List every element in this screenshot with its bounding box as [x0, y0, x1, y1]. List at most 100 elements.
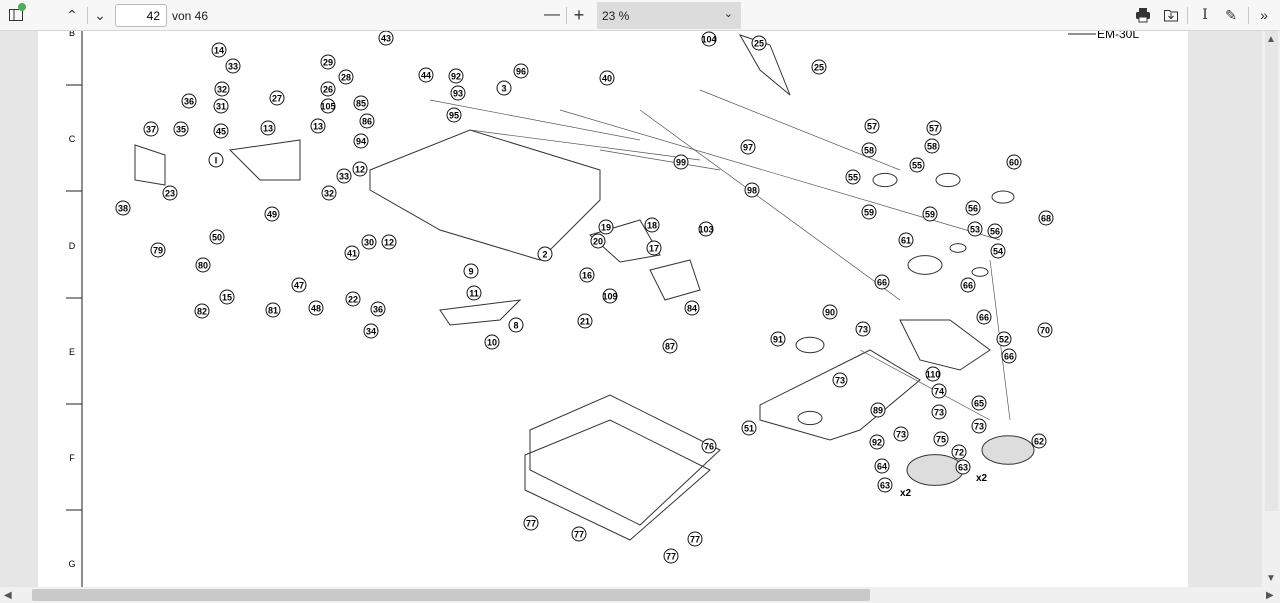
callout-number: 33 — [228, 62, 238, 72]
zoom-in-button[interactable]: + — [573, 4, 585, 25]
callout-number: 29 — [323, 58, 333, 68]
scroll-up-arrow[interactable]: ▲ — [1266, 34, 1276, 45]
callout-number: 70 — [1040, 326, 1050, 336]
callout-number: 79 — [153, 246, 163, 256]
callout-number: 38 — [118, 204, 128, 214]
callout-number: 22 — [348, 295, 358, 305]
draw-button[interactable]: ✎ — [1221, 4, 1241, 26]
leader-line — [639, 109, 901, 301]
callout-number: 77 — [690, 535, 700, 545]
vertical-scroll-thumb[interactable] — [1265, 31, 1278, 511]
callout-circle — [353, 95, 369, 111]
callout-circle — [195, 257, 211, 273]
callout-number: 40 — [602, 74, 612, 84]
callout-circle — [698, 221, 714, 237]
callout-circle — [353, 133, 369, 149]
callout-circle — [450, 85, 466, 101]
callout-circle — [336, 168, 352, 184]
callout-number: 37 — [146, 125, 156, 135]
callout-circle — [893, 426, 909, 442]
model-label: EM-30L — [1097, 31, 1139, 41]
callout-number: 73 — [858, 325, 868, 335]
callout-circle — [173, 121, 189, 137]
callout-circle — [361, 234, 377, 250]
callout-number: 26 — [323, 85, 333, 95]
callout-circle — [662, 338, 678, 354]
page-number-input[interactable] — [115, 4, 167, 27]
callout-number: 76 — [704, 442, 714, 452]
callout-number: 49 — [267, 210, 277, 220]
callout-circle — [209, 229, 225, 245]
callout-circle — [466, 285, 482, 301]
save-button[interactable] — [1161, 4, 1181, 26]
callout-circle — [219, 289, 235, 305]
callout-number: 44 — [421, 71, 431, 81]
print-button[interactable] — [1133, 4, 1153, 26]
callout-circle — [579, 267, 595, 283]
callout-circle — [822, 304, 838, 320]
callout-circle — [513, 63, 529, 79]
next-page-button[interactable]: ⌄ — [90, 4, 110, 26]
status-dot — [18, 3, 26, 11]
callout-number: 91 — [773, 335, 783, 345]
callout-circle — [571, 526, 587, 542]
ruler-letter: C — [69, 134, 76, 144]
callout-circle — [811, 59, 827, 75]
callout-number: 47 — [294, 281, 304, 291]
callout-circle — [931, 404, 947, 420]
scroll-down-arrow[interactable]: ▼ — [1266, 573, 1276, 584]
callout-circle — [1006, 154, 1022, 170]
callout-number: 33 — [339, 172, 349, 182]
callout-number: 36 — [184, 97, 194, 107]
part-outline — [899, 319, 991, 371]
callout-number: 57 — [867, 122, 877, 132]
more-tools-button[interactable]: » — [1254, 4, 1274, 26]
sidebar-toggle-button[interactable] — [6, 4, 26, 26]
callout-circle — [213, 98, 229, 114]
callout-number: 68 — [1041, 214, 1051, 224]
part-outline — [524, 419, 711, 541]
page-total-label: von 46 — [172, 9, 209, 23]
part-outline — [228, 139, 301, 181]
callout-number: 58 — [927, 142, 937, 152]
gear-part — [949, 243, 967, 253]
callout-circle — [971, 418, 987, 434]
leader-line — [599, 149, 721, 171]
previous-page-button[interactable]: ⌃ — [62, 4, 82, 26]
zoom-out-button[interactable]: — — [544, 6, 560, 23]
callout-number: 98 — [747, 186, 757, 196]
callout-circle — [345, 291, 361, 307]
callout-circle — [484, 334, 500, 350]
callout-circle — [965, 200, 981, 216]
divider — [1187, 7, 1188, 24]
callout-circle — [1037, 322, 1053, 338]
zoom-select[interactable]: 23 %⌄ — [597, 2, 741, 29]
callout-circle — [740, 139, 756, 155]
callout-number: 81 — [268, 306, 278, 316]
callout-circle — [864, 118, 880, 134]
callout-circle — [211, 42, 227, 58]
callout-number: 66 — [963, 281, 973, 291]
callout-circle — [291, 277, 307, 293]
callout-number: 73 — [974, 422, 984, 432]
zoom-value: 23 % — [602, 9, 630, 23]
scroll-right-arrow[interactable]: ▶ — [1266, 590, 1274, 601]
scroll-left-arrow[interactable]: ◀ — [4, 590, 12, 601]
callout-circle — [359, 113, 375, 129]
callout-number: 89 — [873, 406, 883, 416]
callout-number: 105 — [320, 102, 335, 112]
callout-number: 93 — [453, 89, 463, 99]
callout-number: 20 — [593, 237, 603, 247]
callout-circle — [898, 232, 914, 248]
callout-number: 51 — [744, 424, 754, 434]
callout-number: I — [215, 156, 218, 166]
ruler-letter: E — [69, 347, 75, 357]
callout-number: 90 — [825, 308, 835, 318]
callout-number: 35 — [176, 125, 186, 135]
text-cursor-icon: I — [1202, 7, 1208, 23]
quantity-label: x2 — [976, 473, 988, 484]
horizontal-scroll-thumb[interactable] — [32, 589, 870, 601]
callout-circle — [181, 93, 197, 109]
callout-number: 74 — [934, 387, 944, 397]
text-select-button[interactable]: I — [1195, 4, 1215, 26]
